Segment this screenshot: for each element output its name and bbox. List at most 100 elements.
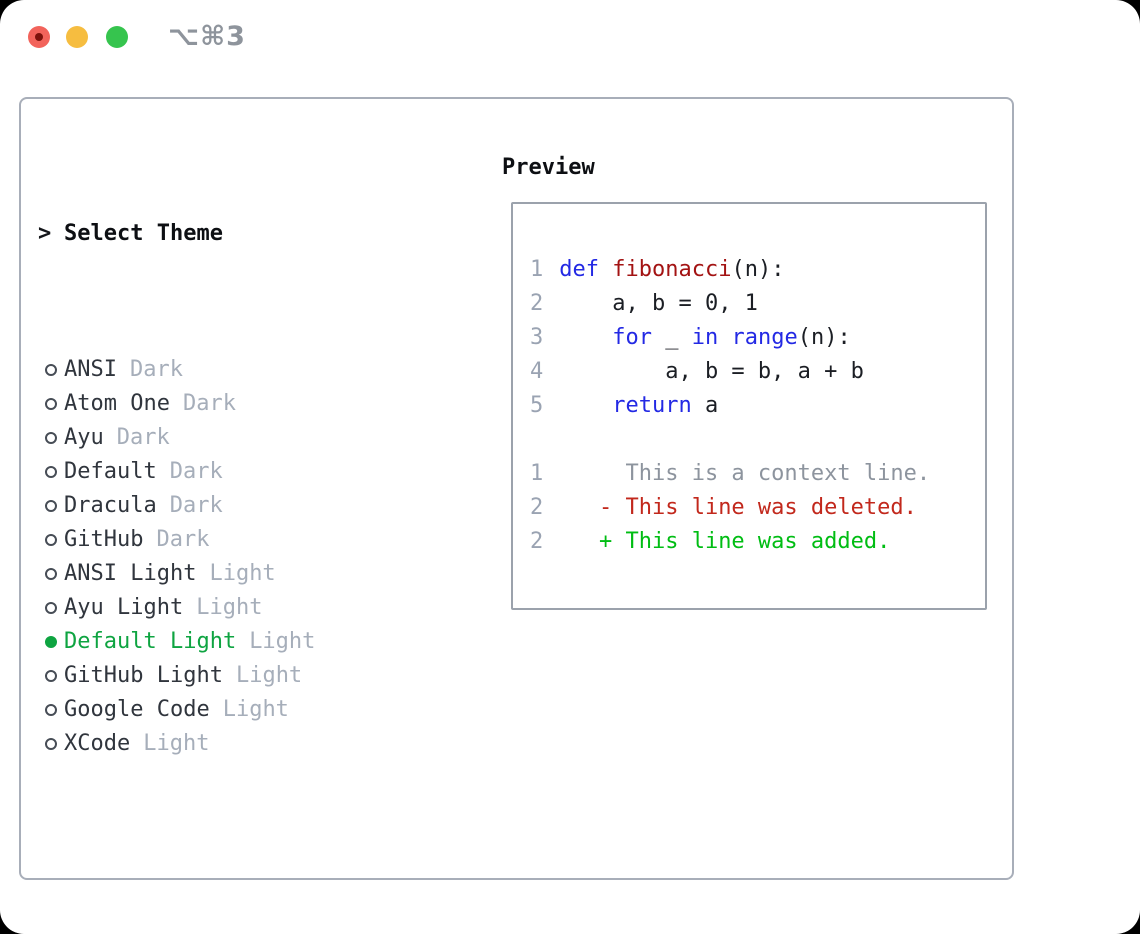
line-content: a, b = 0, 1	[559, 287, 758, 321]
radio-icon	[45, 398, 57, 410]
code-token: (n):	[731, 257, 785, 282]
code-token: (n):	[797, 325, 851, 350]
code-token: def	[559, 257, 599, 282]
line-number: 5	[530, 393, 544, 418]
line-number: 2	[530, 529, 544, 554]
theme-variant-label: Dark	[116, 425, 170, 450]
radio-icon	[45, 738, 57, 750]
code-line: 2 - This line was deleted.	[530, 491, 985, 525]
theme-option-default-light[interactable]: Default Light Light	[38, 625, 409, 659]
line-content: return a	[559, 389, 718, 423]
code-token: _	[651, 325, 692, 350]
line-number: 4	[530, 359, 544, 384]
option-label: XCode	[64, 731, 131, 756]
theme-variant-label: Dark	[169, 493, 223, 518]
theme-variant-label: Dark	[169, 459, 223, 484]
code-token	[559, 325, 612, 350]
option-label: Atom One	[64, 391, 170, 416]
code-line: 2 a, b = 0, 1	[530, 287, 985, 321]
line-content: def fibonacci(n):	[559, 253, 784, 287]
theme-option-github[interactable]: GitHub Dark	[38, 523, 409, 557]
titlebar: ⌥⌘3	[0, 0, 1140, 76]
close-dot-icon	[35, 33, 43, 41]
radio-icon	[45, 568, 57, 580]
theme-variant-label: Light	[249, 629, 316, 654]
radio-icon	[45, 364, 57, 376]
radio-icon	[45, 602, 57, 614]
option-label: Ayu Light	[64, 595, 184, 620]
theme-option-default[interactable]: Default Dark	[38, 455, 409, 489]
theme-variant-label: Light	[222, 697, 289, 722]
focus-caret-icon: >	[38, 221, 52, 246]
option-label: ANSI	[64, 357, 117, 382]
code-token: in	[691, 325, 719, 350]
theme-variant-label: Dark	[156, 527, 210, 552]
option-label: GitHub Light	[64, 663, 223, 688]
theme-variant-label: Light	[143, 731, 210, 756]
theme-option-atom-one[interactable]: Atom One Dark	[38, 387, 409, 421]
minimize-button[interactable]	[66, 26, 88, 48]
option-label: Dracula	[64, 493, 157, 518]
code-token: range	[731, 325, 798, 350]
theme-variant-label: Light	[209, 561, 276, 586]
window-shortcut-label: ⌥⌘3	[168, 21, 246, 52]
code-token: return	[612, 393, 692, 418]
code-token: + This line was added.	[559, 529, 891, 554]
close-button[interactable]	[28, 26, 50, 48]
theme-variant-label: Light	[196, 595, 263, 620]
theme-option-ansi-light[interactable]: ANSI Light Light	[38, 557, 409, 591]
code-preview: 1 def fibonacci(n): 2 a, b = 0, 1 3 for …	[530, 253, 985, 559]
code-token: a, b = 0, 1	[559, 291, 758, 316]
theme-variant-label: Light	[235, 663, 303, 688]
code-line	[530, 423, 985, 457]
line-number: 2	[530, 495, 544, 520]
theme-option-ayu-light[interactable]: Ayu Light Light	[38, 591, 409, 625]
code-line: 5 return a	[530, 389, 985, 423]
theme-variant-label: Dark	[129, 357, 183, 382]
code-token	[599, 257, 612, 282]
theme-option-github-light[interactable]: GitHub Light Light	[38, 659, 409, 693]
code-line: 1 This is a context line.	[530, 457, 985, 491]
select-theme-header-row: > Select Theme	[38, 217, 409, 251]
radio-icon	[45, 670, 57, 682]
select-theme-title: Select Theme	[64, 221, 223, 246]
theme-options-list: ANSI Dark Atom One Dark Ayu Dark Default…	[38, 353, 409, 761]
line-number	[530, 423, 543, 457]
theme-picker-panel: > Select Theme ANSI Dark Atom One Dark A…	[19, 97, 1014, 880]
line-content: + This line was added.	[559, 525, 890, 559]
theme-option-xcode[interactable]: XCode Light	[38, 727, 409, 761]
option-label: Google Code	[64, 697, 210, 722]
code-line: 2 + This line was added.	[530, 525, 985, 559]
theme-option-google-code[interactable]: Google Code Light	[38, 693, 409, 727]
code-token: a	[691, 393, 719, 418]
line-content: - This line was deleted.	[559, 491, 917, 525]
line-content: This is a context line.	[559, 457, 930, 491]
code-token: a, b = b, a + b	[559, 359, 864, 384]
line-number: 1	[530, 257, 544, 282]
line-number: 1	[530, 461, 544, 486]
zoom-button[interactable]	[106, 26, 128, 48]
radio-icon	[45, 500, 57, 512]
apply-to-section: Apply To User Settings Workspace Setting…	[38, 897, 409, 934]
code-token	[559, 393, 612, 418]
theme-option-ansi[interactable]: ANSI Dark	[38, 353, 409, 387]
code-token: fibonacci	[612, 257, 732, 282]
radio-icon	[45, 636, 57, 648]
code-token	[718, 325, 731, 350]
theme-option-dracula[interactable]: Dracula Dark	[38, 489, 409, 523]
line-content: a, b = b, a + b	[559, 355, 864, 389]
code-line: 3 for _ in range(n):	[530, 321, 985, 355]
option-label: GitHub	[64, 527, 144, 552]
code-token: - This line was deleted.	[559, 495, 917, 520]
radio-icon	[45, 466, 57, 478]
radio-icon	[45, 432, 57, 444]
preview-title: Preview	[502, 155, 595, 180]
preview-box: 1 def fibonacci(n): 2 a, b = 0, 1 3 for …	[511, 202, 987, 610]
theme-option-ayu[interactable]: Ayu Dark	[38, 421, 409, 455]
option-label: Default Light	[64, 629, 237, 654]
code-token: for	[612, 325, 652, 350]
line-number: 2	[530, 291, 544, 316]
radio-icon	[45, 534, 57, 546]
line-content: for _ in range(n):	[559, 321, 850, 355]
